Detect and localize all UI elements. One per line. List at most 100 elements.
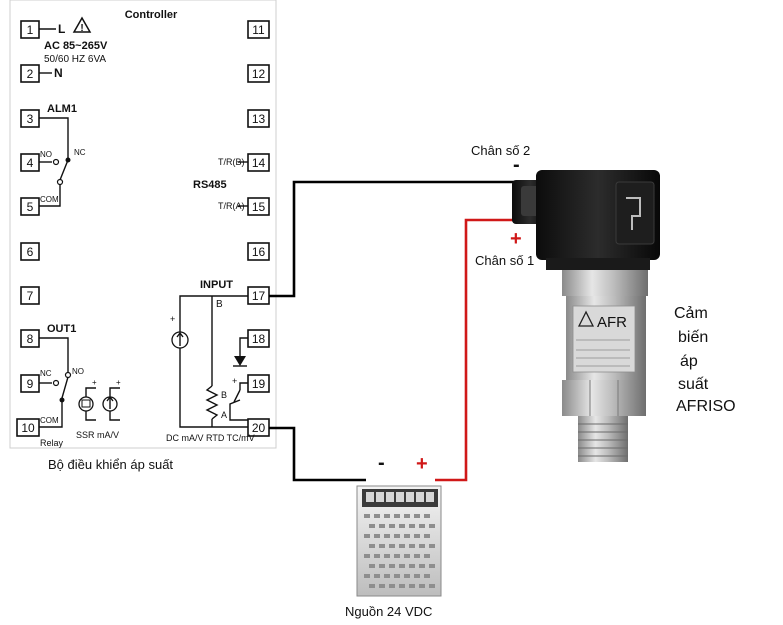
- alm1-relay: ALM1 NC NO COM: [39, 103, 86, 207]
- right-terminal-11: 11: [247, 20, 270, 39]
- ac-label: AC 85~265V: [44, 40, 108, 52]
- svg-text:9: 9: [27, 377, 34, 391]
- psu-vent-grid: [364, 514, 435, 588]
- svg-text:7: 7: [27, 289, 34, 303]
- left-terminal-1: 1: [20, 20, 40, 39]
- controller-frame: [9, 0, 277, 449]
- sensor-thread: [578, 416, 628, 462]
- rtd-resistor-icon: [205, 385, 219, 420]
- afriso-logo-icon: [577, 310, 595, 327]
- wire-negative-psu: [269, 426, 366, 482]
- n-label: N: [54, 66, 63, 80]
- right-terminal-15: 15: [247, 197, 270, 216]
- svg-text:2: 2: [27, 67, 34, 81]
- out-nc-label: NC: [40, 369, 52, 378]
- input-a-label: A: [221, 410, 227, 420]
- sensor-brand-label: AFR: [597, 314, 627, 331]
- power-section: L ! AC 85~265V 50/60 HZ 6VA N: [39, 16, 108, 80]
- controller-title: Controller: [125, 9, 178, 21]
- svg-text:10: 10: [21, 421, 35, 435]
- wire-negative-sensor: [269, 180, 525, 298]
- pin1-sign: +: [510, 228, 522, 250]
- out1-label: OUT1: [47, 323, 76, 335]
- svg-text:14: 14: [252, 156, 266, 170]
- svg-text:+: +: [116, 378, 121, 387]
- svg-text:+: +: [170, 314, 175, 324]
- out-com-label: COM: [40, 416, 59, 425]
- pressure-sensor: AFR: [512, 170, 660, 462]
- svg-text:biến: biến: [678, 329, 708, 346]
- freq-label: 50/60 HZ 6VA: [44, 54, 106, 65]
- rs485-section: T/R(B) RS485 T/R(A): [193, 157, 248, 211]
- rs485-label: RS485: [193, 179, 227, 191]
- svg-text:15: 15: [252, 200, 266, 214]
- psu-caption: Nguồn 24 VDC: [345, 604, 432, 619]
- connector-logo-icon: [626, 197, 641, 230]
- left-terminal-8: 8: [20, 329, 40, 348]
- left-terminal-9: 9: [20, 374, 40, 393]
- l-label: L: [58, 22, 65, 36]
- right-terminal-17: 17: [247, 286, 270, 305]
- svg-text:8: 8: [27, 332, 34, 346]
- left-terminal-5: 5: [20, 197, 40, 216]
- sensor-body-top: [562, 270, 648, 296]
- input-types-label: DC mA/V RTD TC/mV: [166, 433, 255, 443]
- right-terminal-13: 13: [247, 109, 270, 128]
- pin1-label: Chân số 1: [475, 253, 534, 268]
- psu-minus-sign: -: [378, 452, 385, 474]
- svg-text:4: 4: [27, 156, 34, 170]
- svg-text:AFRISO: AFRISO: [676, 398, 736, 415]
- pin2-label: Chân số 2: [471, 143, 530, 158]
- right-terminal-16: 16: [247, 242, 270, 261]
- alm-nc-label: NC: [74, 148, 86, 157]
- right-terminal-12: 12: [247, 64, 270, 83]
- right-terminal-19: 19: [247, 374, 270, 393]
- alm-no-label: NO: [40, 150, 52, 159]
- left-terminal-3: 3: [20, 109, 40, 128]
- svg-text:17: 17: [252, 289, 266, 303]
- pin2-sign: -: [513, 154, 520, 176]
- input-b2-label: B: [221, 390, 227, 400]
- ssr-symbol-icon: [78, 396, 94, 412]
- input-section: INPUT B + + B A DC mA/V RTD TC/mV: [166, 279, 255, 443]
- wire-positive-sensor: [435, 218, 528, 482]
- input-label: INPUT: [200, 279, 233, 291]
- svg-text:19: 19: [252, 377, 266, 391]
- svg-text:Cảm: Cảm: [674, 305, 708, 322]
- svg-text:áp: áp: [680, 353, 698, 370]
- svg-text:20: 20: [252, 421, 266, 435]
- svg-text:12: 12: [252, 67, 266, 81]
- wiring: [269, 180, 528, 482]
- tr-b-label: T/R(B): [218, 157, 245, 167]
- psu-plus-sign: +: [416, 453, 428, 475]
- left-terminal-2: 2: [20, 64, 40, 83]
- left-terminal-10: 10: [16, 418, 40, 437]
- left-terminal-4: 4: [20, 153, 40, 172]
- controller-panel: Controller 1 2 3 4 5 6 7 8 9 10 11 12 13…: [9, 0, 277, 472]
- svg-text:18: 18: [252, 332, 266, 346]
- svg-text:+: +: [92, 378, 97, 387]
- svg-text:13: 13: [252, 112, 266, 126]
- svg-text:16: 16: [252, 245, 266, 259]
- svg-text:+: +: [232, 376, 237, 386]
- sensor-hex-nut: [562, 380, 646, 416]
- right-terminal-18: 18: [247, 329, 270, 348]
- svg-text:suất: suất: [678, 376, 709, 393]
- tr-a-label: T/R(A): [218, 201, 245, 211]
- svg-text:1: 1: [27, 23, 34, 37]
- svg-text:5: 5: [27, 200, 34, 214]
- warning-icon: [72, 16, 92, 33]
- svg-text:3: 3: [27, 112, 34, 126]
- ssr-label: SSR mA/V: [76, 430, 119, 440]
- left-terminal-6: 6: [20, 242, 40, 261]
- alm1-label: ALM1: [47, 103, 77, 115]
- svg-text:11: 11: [252, 23, 265, 37]
- svg-text:!: !: [80, 23, 83, 34]
- alm-com-label: COM: [40, 195, 59, 204]
- power-supply-unit: [356, 485, 442, 597]
- sensor-caption: Cảm biến áp suất AFRISO: [674, 305, 736, 415]
- relay-label: Relay: [40, 438, 64, 448]
- out-no-label: NO: [72, 367, 84, 376]
- input-b-label: B: [216, 299, 223, 310]
